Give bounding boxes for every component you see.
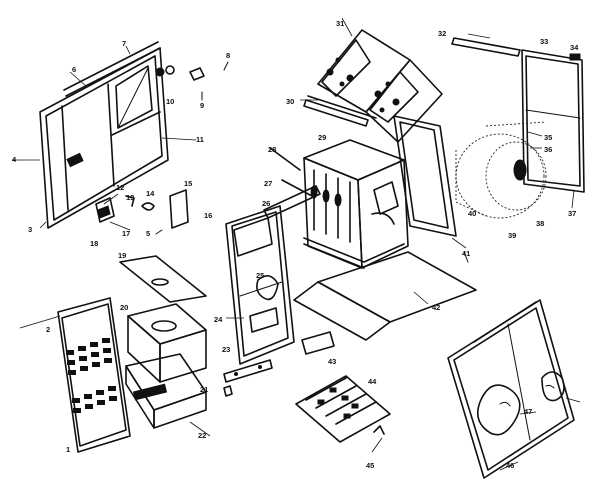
part-label: 15 <box>184 179 192 188</box>
part-label: 23 <box>222 345 230 354</box>
part-label: 42 <box>432 303 440 312</box>
base-42 <box>293 251 477 341</box>
part-label: 40 <box>468 209 476 218</box>
part-label: 43 <box>328 357 336 366</box>
front-panel-1 <box>57 297 131 453</box>
part-label: 12 <box>116 183 124 192</box>
part-label: 41 <box>462 249 470 258</box>
part-label: 36 <box>544 145 552 154</box>
inner-panel-24 <box>225 205 295 365</box>
drain-tray-21-22 <box>125 353 207 429</box>
part-label: 21 <box>200 385 208 394</box>
part-label: 39 <box>508 231 516 240</box>
part-label: 18 <box>90 239 98 248</box>
part-label: 28 <box>268 145 276 154</box>
top-rail-32 <box>451 37 521 57</box>
control-box-20 <box>127 303 207 383</box>
part-label: 6 <box>72 65 76 74</box>
part-label: 13 <box>126 193 134 202</box>
part-label: 3 <box>28 225 32 234</box>
part-label: 32 <box>438 29 446 38</box>
part-label: 47 <box>524 407 532 416</box>
blower-housing-39 <box>455 121 547 219</box>
heat-exchanger-29 <box>303 139 409 269</box>
part-label: 46 <box>506 461 514 470</box>
part-label: 10 <box>166 97 174 106</box>
part-label: 17 <box>122 229 130 238</box>
right-side-panel-46 <box>447 299 575 479</box>
part-label: 16 <box>204 211 212 220</box>
part-labels: 1 2 3 4 5 6 7 8 9 10 11 12 13 14 15 16 1… <box>12 19 579 470</box>
rods-26-28 <box>263 147 321 219</box>
bracket-43 <box>301 331 335 355</box>
part-label: 34 <box>570 43 579 52</box>
side-frame-40 <box>393 115 457 237</box>
part-label: 14 <box>146 189 155 198</box>
part-label: 5 <box>146 229 150 238</box>
left-side-panel-assembly <box>39 41 229 229</box>
part-label: 29 <box>318 133 326 142</box>
part-label: 11 <box>196 135 204 144</box>
part-label: 22 <box>198 431 206 440</box>
part-label: 7 <box>122 39 126 48</box>
part-label: 35 <box>544 133 552 142</box>
part-label: 38 <box>536 219 544 228</box>
part-label: 33 <box>540 37 548 46</box>
part-label: 20 <box>120 303 128 312</box>
part-label: 9 <box>200 101 204 110</box>
rear-panel-33 <box>521 49 585 193</box>
part-label: 19 <box>118 251 126 260</box>
leader-lines <box>12 17 581 471</box>
small-brackets <box>95 189 189 235</box>
part-label: 31 <box>336 19 344 28</box>
part-label: 2 <box>46 325 50 334</box>
part-label: 27 <box>264 179 272 188</box>
top-cover-31 <box>303 29 443 143</box>
part-label: 8 <box>226 51 230 60</box>
part-label: 4 <box>12 155 17 164</box>
part-label: 30 <box>286 97 294 106</box>
part-label: 44 <box>368 377 377 386</box>
part-label: 24 <box>214 315 223 324</box>
part-label: 1 <box>66 445 70 454</box>
base-plate-19 <box>119 255 207 303</box>
part-label: 25 <box>256 271 264 280</box>
strip-23 <box>223 359 273 397</box>
part-label: 37 <box>568 209 576 218</box>
burner-assembly-44 <box>295 375 391 443</box>
part-label: 26 <box>262 199 270 208</box>
part-label: 45 <box>366 461 374 470</box>
